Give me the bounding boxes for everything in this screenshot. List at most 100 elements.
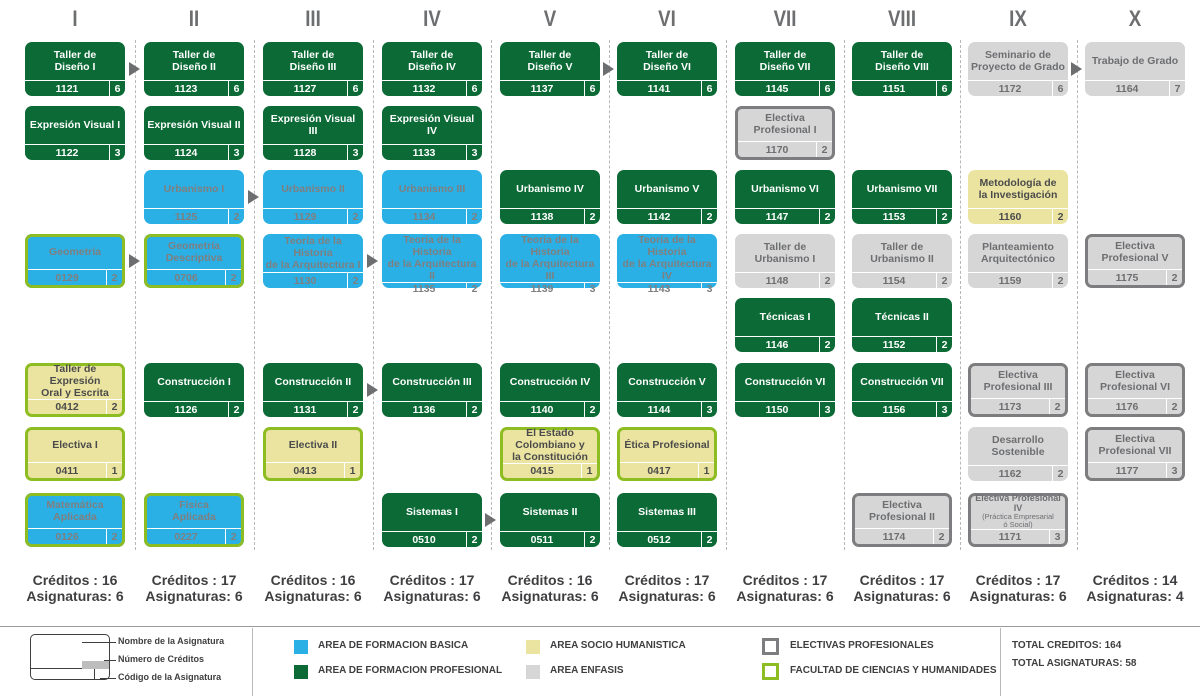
semester-header-8: VIII (887, 6, 917, 31)
course-credits: 6 (109, 81, 125, 96)
course-name-wrap: Geometría Descriptiva (144, 234, 244, 269)
semester-header-4: IV (423, 6, 441, 31)
course-box[interactable]: Teoría de la Historia de la Arquitectura… (617, 234, 717, 295)
course-code: 0417 (647, 464, 671, 477)
course-name: Construcción I (157, 376, 231, 388)
course-name-wrap: Geometría (25, 234, 125, 269)
course-box[interactable]: Teoría de la Historia de la Arquitectura… (500, 234, 600, 295)
course-name-wrap: Sistemas II (500, 493, 600, 531)
legend-facultad: FACULTAD DE CIENCIAS Y HUMANIDADES (790, 665, 997, 676)
course-box[interactable]: Electiva Profesional IV(Práctica Empresa… (968, 493, 1068, 547)
course-credits: 2 (701, 209, 717, 224)
course-box[interactable]: Teoría de la Historia de la Arquitectura… (382, 234, 482, 295)
course-name-wrap: Expresión Visual II (144, 106, 244, 144)
course-credits: 2 (819, 337, 835, 352)
semester-header-7: VII (773, 6, 797, 31)
course-name: Expresión Visual I (29, 119, 121, 131)
legend-codigo: Código de la Asignatura (118, 672, 222, 682)
course-code: 1154 (882, 274, 906, 287)
course-credits: 6 (701, 81, 717, 96)
course-footer: 1121 6 (25, 80, 125, 96)
course-name-wrap: Urbanismo IV (500, 170, 600, 208)
semester-divider (960, 40, 961, 550)
semester-creditos: Créditos : 16 (270, 572, 356, 588)
course-name: Taller de Diseño VI (643, 49, 691, 73)
legend-numero: Número de Créditos (118, 654, 205, 664)
course-name-wrap: Construcción VI (735, 363, 835, 401)
course-box[interactable]: Teoría de la Historia de la Arquitectura… (263, 234, 363, 288)
course-name: Taller de Expresión Oral y Escrita (41, 363, 109, 399)
course-name-wrap: Construcción I (144, 363, 244, 401)
course-code: 1121 (55, 82, 79, 95)
course-credits: 3 (819, 402, 835, 417)
prerequisite-arrow-icon (603, 62, 614, 76)
course-credits: 2 (347, 273, 363, 288)
